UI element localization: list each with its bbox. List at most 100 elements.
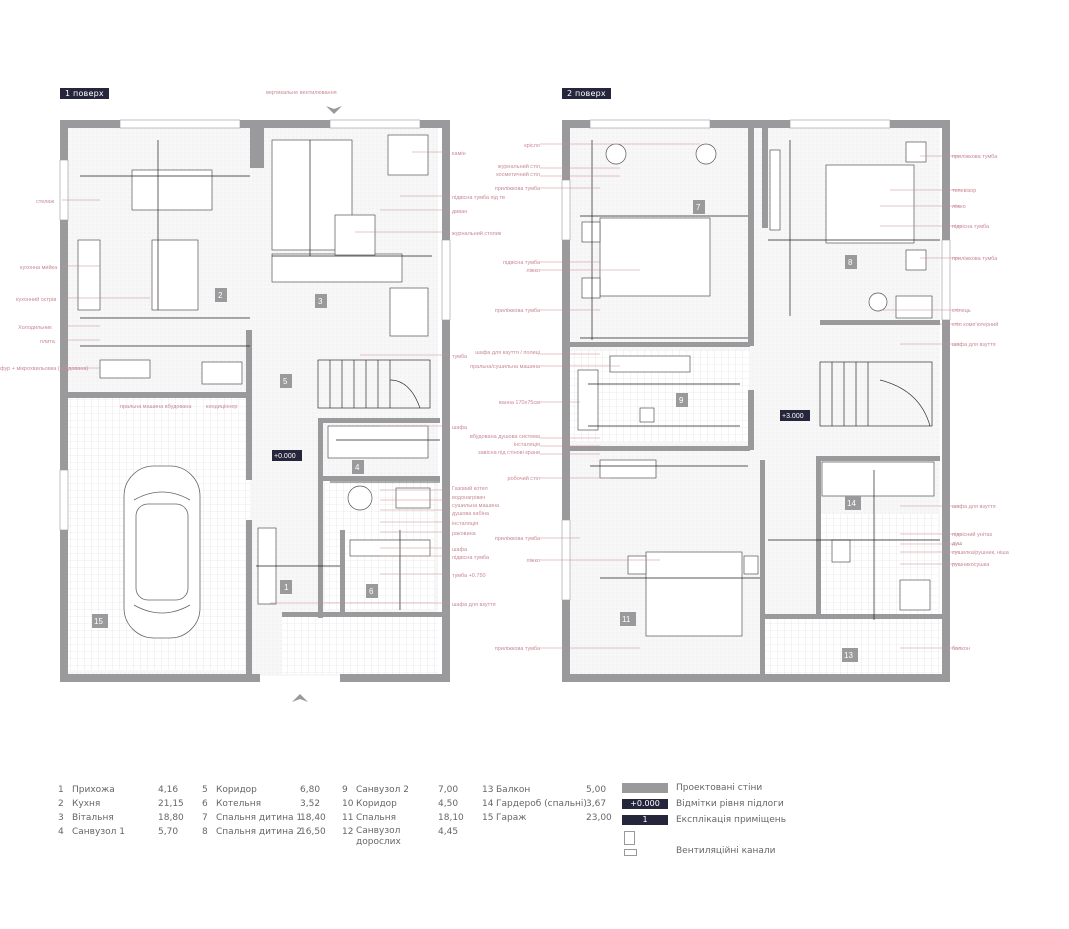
callout-pralna-sush: пральна/сушильна машина — [470, 364, 541, 370]
callout-rushnykosushka: рушникосушка — [952, 562, 990, 568]
expl-swatch: 1 — [622, 815, 668, 825]
second-floor-title: 2 поверх — [562, 88, 611, 99]
callout-labels: вертикальне вентилювання камін стелаж пі… — [0, 90, 1010, 652]
second-floor-callout-lines — [540, 143, 960, 649]
second-floor-plan — [540, 119, 960, 682]
callout-prylizh-r2: приліжкова тумба — [952, 256, 998, 262]
callout-tumba: тумба — [452, 354, 468, 360]
first-floor-walls — [60, 120, 450, 682]
callout-vytyazhka: фур + мікрохвильовка (вбудована) — [0, 366, 88, 372]
callout-dush-r: душ — [952, 541, 963, 547]
callout-holodylnyk: Холодильник — [18, 325, 52, 331]
room-tag-15: 15 — [94, 617, 103, 626]
callout-kondytsioner: кондиціонер — [206, 404, 237, 410]
callout-lizhko: ліжко — [526, 268, 540, 274]
callout-shafa: шафа — [452, 425, 468, 431]
callout-krislo: крісло — [524, 143, 540, 149]
callout-kotel: Газовий котел — [452, 485, 488, 492]
callout-shafa-vzut-polytsi: шафа для взуття / полиці — [475, 350, 540, 356]
callout-dukhova: плита — [40, 339, 56, 345]
callout-pidv-tumba: підвісна тумба — [503, 260, 541, 266]
callout-vanna: ванна 170х75см — [499, 400, 540, 406]
callout-shafa-vzut-r2: шафа для взуття — [952, 504, 996, 510]
first-floor-plan — [59, 106, 451, 702]
first-floor-dimensions — [80, 140, 440, 610]
callout-shafa-vzut-r: шафа для взуття — [952, 342, 996, 348]
level-swatch: +0.000 — [622, 799, 668, 809]
room-tag-14: 14 — [847, 499, 856, 508]
first-floor-windows — [59, 119, 451, 531]
levels-label: Відмітки рівня підлоги — [676, 799, 784, 809]
callout-prylizh-l4: приліжкова тумба — [495, 646, 541, 652]
balcony-floor — [764, 618, 940, 676]
callout-pralna: пральна машина вбудована — [120, 404, 192, 410]
level-ground: +0.000 — [274, 453, 296, 460]
entry-floor — [282, 612, 438, 674]
callout-pidv-unitaz: підвісний унітаз — [952, 531, 992, 538]
callout-zhurn-stolyk: журнальний столик — [452, 230, 502, 237]
walls-swatch — [622, 783, 668, 793]
callout-kamin: камін — [452, 151, 466, 157]
callout-vent: вертикальне вентилювання — [266, 90, 337, 96]
north-arrow-icon — [326, 106, 342, 114]
callout-prylizh-l3: приліжкова тумба — [495, 536, 541, 542]
room-tag-5: 5 — [283, 377, 288, 386]
room-tag-9: 9 — [679, 396, 684, 405]
second-floor-dimensions — [580, 140, 940, 620]
room-tag-11: 11 — [622, 615, 631, 624]
callout-pidv-tumba-r: підвісна тумба — [952, 224, 990, 230]
expl-label: Експлікація приміщень — [676, 815, 786, 825]
second-floor-furniture — [577, 141, 935, 637]
callout-stil-komp: стіл комп'ютерний — [952, 321, 998, 328]
callout-robochyi-stil: робочий стіл — [508, 475, 540, 482]
room-tag-2: 2 — [218, 291, 223, 300]
callout-shafa2: шафа — [452, 547, 468, 553]
symbol-key: Проектовані стіни +0.000 Відмітки рівня … — [622, 783, 822, 863]
room-tag-1: 1 — [284, 583, 289, 592]
callout-dush: душова кабіна — [452, 511, 490, 517]
room-tags: 15 1 2 3 4 5 6 7 8 9 11 13 14 — [92, 200, 861, 662]
room-tag-13: 13 — [844, 651, 853, 660]
callout-tumba-pidv: підвісна тумба — [452, 555, 490, 561]
callout-televizor: телевізор — [952, 188, 976, 194]
callout-tumba-0750: тумба +0.750 — [452, 573, 486, 579]
callout-prylizh-l1: приліжкова тумба — [495, 186, 541, 192]
first-floor-stair — [317, 359, 431, 409]
level-upper: +3.000 — [782, 413, 804, 420]
callout-bak: водонагрівач — [452, 495, 485, 501]
callout-zavisna: завісна під стінові крани — [478, 450, 540, 456]
first-floor-callout-lines — [62, 151, 450, 604]
callout-kukh-ostriv: кухонний острів — [16, 296, 56, 303]
callout-instal: інсталяція — [514, 442, 540, 448]
callout-dushova: вбудована душова система — [470, 434, 541, 440]
callout-stilets: стілець — [952, 308, 971, 314]
entry-arrow-icon — [292, 694, 308, 702]
callout-stelazh: стелаж — [36, 199, 54, 205]
callout-lizhko2: ліжко — [526, 558, 540, 564]
callout-prylizh-r1: приліжкова тумба — [952, 154, 998, 160]
callout-prylizh-l2: приліжкова тумба — [495, 308, 541, 314]
level-marks: +0.000 +3.000 — [272, 410, 810, 461]
walls-label: Проектовані стіни — [676, 783, 763, 793]
callout-dyvan: диван — [452, 209, 467, 215]
callout-rakovyna: раковина — [452, 531, 477, 537]
first-floor-title: 1 поверх — [60, 88, 109, 99]
callout-kosmet-stil: косметичний стіл — [496, 171, 540, 178]
callout-unitaz: інсталяція — [452, 521, 478, 527]
vent-label: Вентиляційні канали — [676, 846, 776, 856]
